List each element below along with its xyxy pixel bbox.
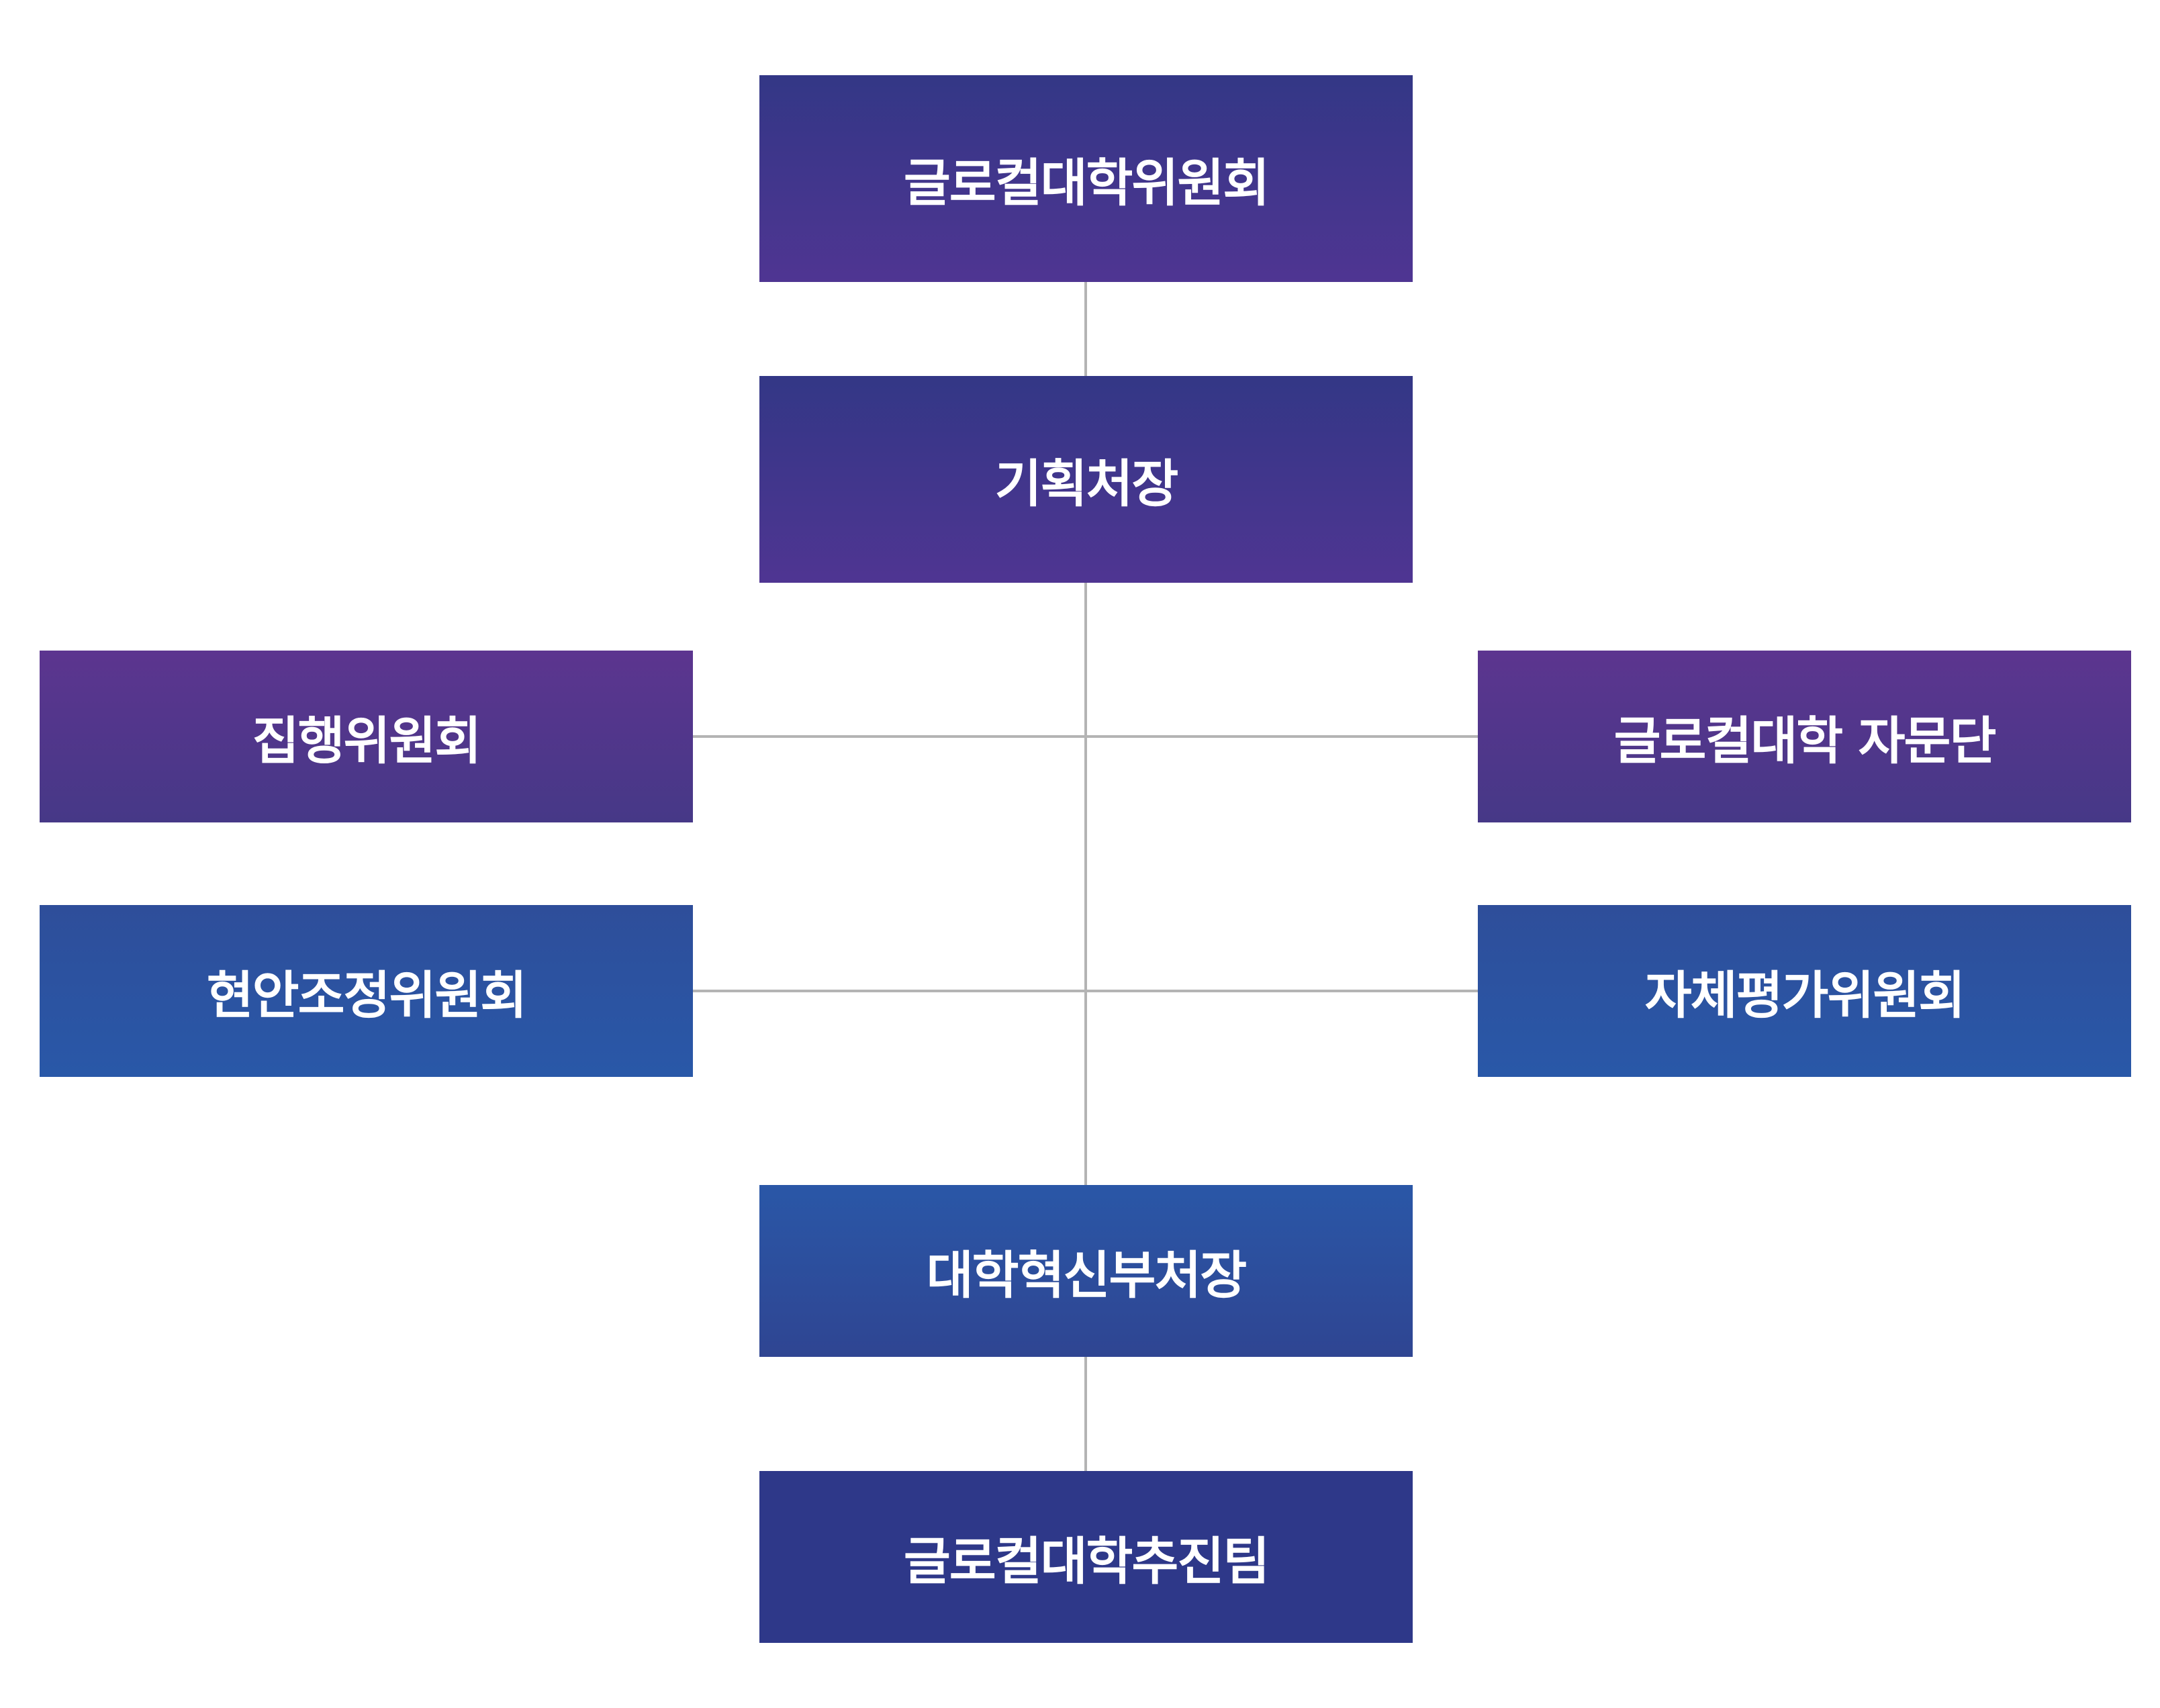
node-self-evaluation-committee: 자체평가위원회 [1478,905,2131,1077]
connector-main-spine [1084,583,1087,1185]
node-label: 대학혁신부처장 [926,1245,1247,1305]
connector-row-exec-advisory [693,735,1478,738]
node-promotion-team: 글로컬대학추진팀 [759,1471,1413,1643]
node-label: 자체평가위원회 [1644,965,1965,1025]
node-advisory-group: 글로컬대학 자문단 [1478,651,2131,822]
node-issue-coordination-committee: 현안조정위원회 [40,905,693,1077]
node-label: 글로컬대학추진팀 [903,1531,1270,1591]
connector-innov-team [1084,1357,1087,1471]
node-label: 글로컬대학위원회 [903,153,1270,213]
node-executive-committee: 집행위원회 [40,651,693,822]
node-label: 집행위원회 [252,711,482,771]
node-label: 글로컬대학 자문단 [1613,711,1997,771]
connector-committee-planning [1084,282,1087,376]
connector-row-issue-selfeval [693,990,1478,992]
node-innovation-vice-director: 대학혁신부처장 [759,1185,1413,1357]
node-glocal-university-committee: 글로컬대학위원회 [759,75,1413,282]
node-label: 기획처장 [994,454,1179,514]
node-planning-director: 기획처장 [759,376,1413,583]
node-label: 현안조정위원회 [206,965,527,1025]
